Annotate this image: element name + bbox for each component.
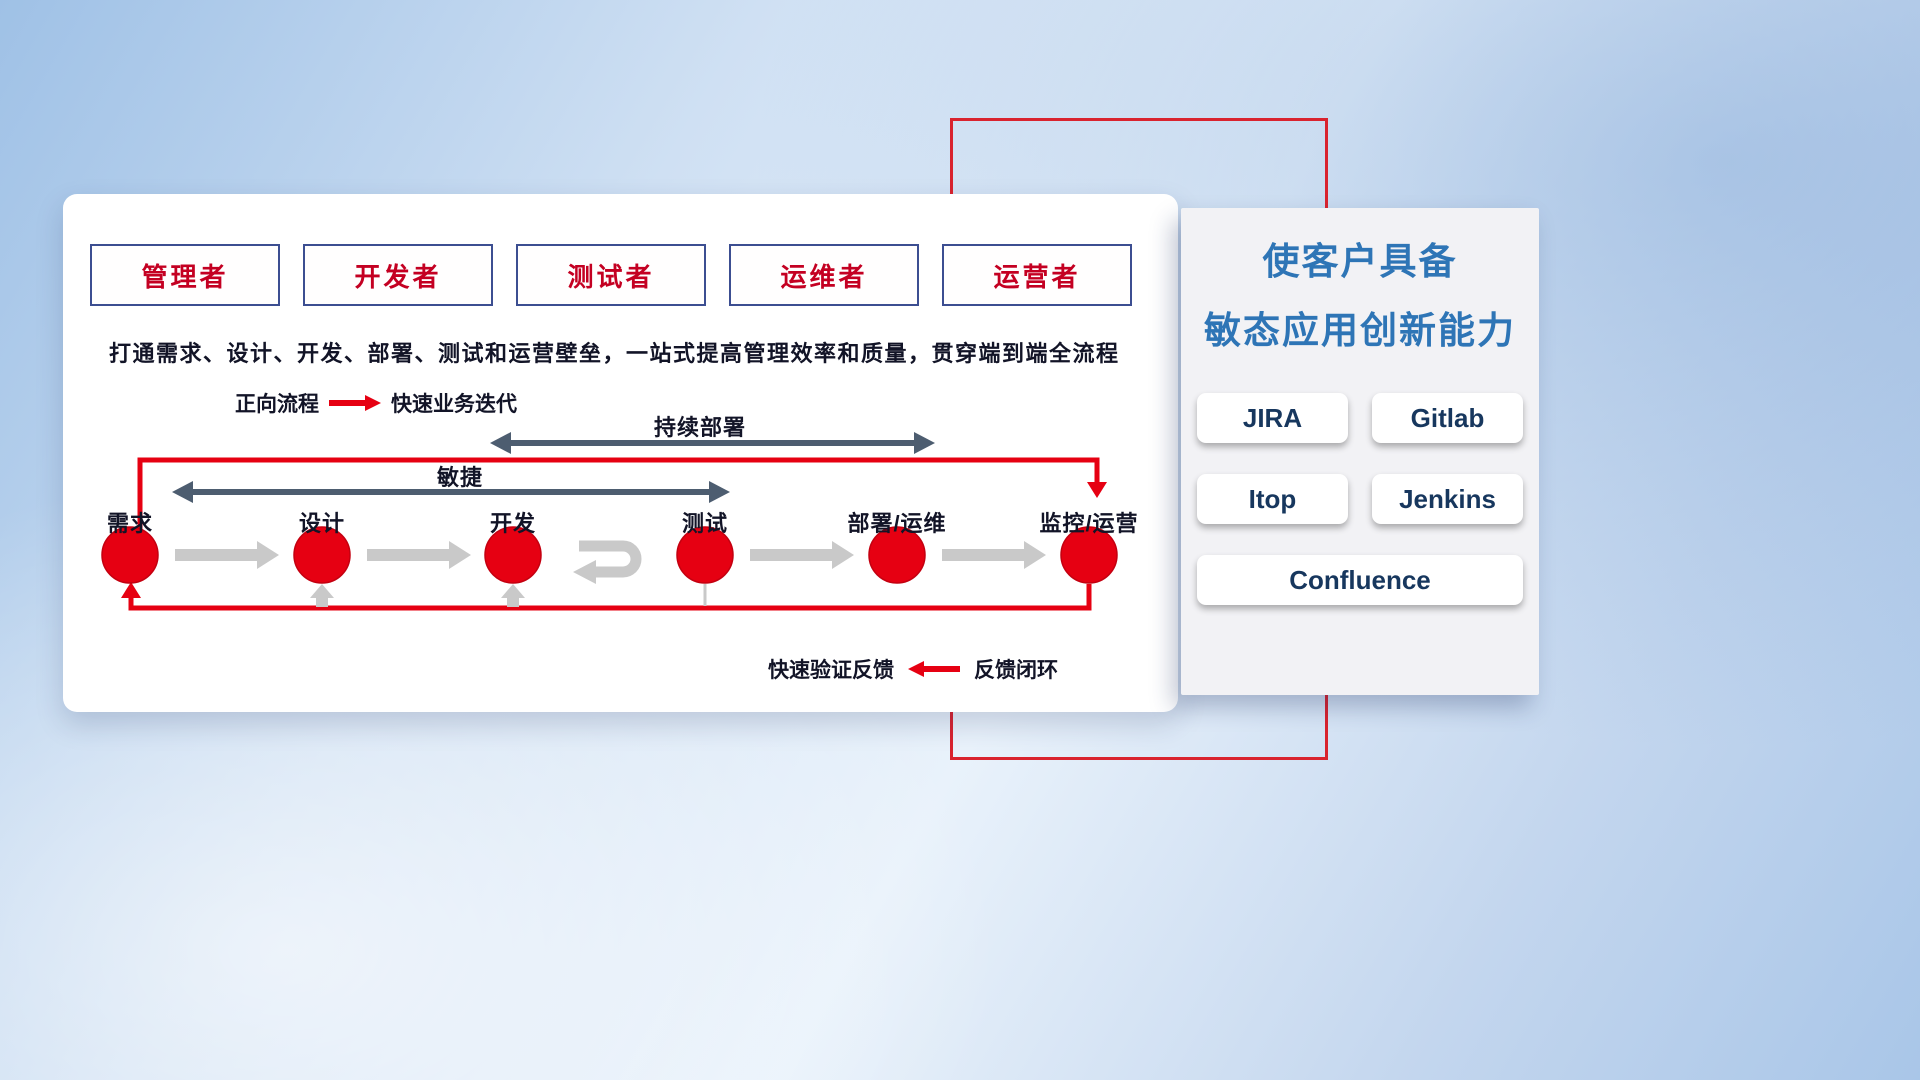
capability-panel: 使客户具备 敏态应用创新能力 JIRA Gitlab Itop Jenkins … bbox=[1181, 208, 1539, 695]
capability-title-line1: 使客户具备 bbox=[1262, 241, 1458, 282]
stage-label-monitor-op: 监控/运营 bbox=[1039, 511, 1139, 536]
workflow-description: 打通需求、设计、开发、部署、测试和运营壁垒，一站式提高管理效率和质量，贯穿端到端… bbox=[109, 341, 1120, 366]
feedback-up-arrows bbox=[310, 584, 525, 607]
stage-node-monitor-op bbox=[1060, 526, 1118, 584]
agile-double-arrow bbox=[172, 481, 730, 503]
feedback-loop-arrowhead bbox=[121, 582, 141, 598]
stage-node-design bbox=[293, 526, 351, 584]
workflow-diagram bbox=[101, 432, 1118, 611]
forward-legend-text: 快速业务迭代 bbox=[391, 393, 517, 416]
feedback-legend: 快速验证反馈 反馈闭环 bbox=[768, 654, 1058, 684]
tool-jira: JIRA bbox=[1197, 393, 1348, 444]
tool-itop: Itop bbox=[1197, 474, 1348, 525]
cd-double-arrow bbox=[490, 432, 935, 454]
workflow-panel: 管理者 开发者 测试者 运维者 运营者 打通需求、设计、开发、部署、测试和运营壁… bbox=[63, 194, 1178, 712]
roles-row: 管理者 开发者 测试者 运维者 运营者 bbox=[90, 244, 1132, 306]
stage-node-develop bbox=[484, 526, 542, 584]
tool-jenkins: Jenkins bbox=[1372, 474, 1523, 525]
stage-nodes bbox=[101, 526, 1118, 584]
forward-arrow-icon bbox=[329, 395, 381, 411]
forward-legend-label: 正向流程 bbox=[235, 393, 319, 416]
stage-label-deploy-ops: 部署/运维 bbox=[847, 511, 947, 536]
forward-legend: 正向流程 快速业务迭代 bbox=[235, 388, 517, 418]
feedback-legend-text: 反馈闭环 bbox=[974, 659, 1058, 682]
capability-title-line2: 敏态应用创新能力 bbox=[1204, 309, 1516, 351]
role-box-manager: 管理者 bbox=[90, 244, 280, 306]
stage-node-test bbox=[676, 526, 734, 584]
iteration-loop-icon bbox=[573, 540, 642, 584]
role-box-ops: 运维者 bbox=[729, 244, 919, 306]
tool-confluence: Confluence bbox=[1197, 555, 1523, 606]
flow-gray-arrows bbox=[175, 541, 1046, 569]
role-box-developer: 开发者 bbox=[303, 244, 493, 306]
cd-arrow-label: 持续部署 bbox=[653, 415, 746, 440]
feedback-loop-line bbox=[128, 584, 1092, 611]
tool-gitlab: Gitlab bbox=[1372, 393, 1523, 444]
feedback-arrow-icon bbox=[908, 661, 960, 677]
stage-label-test: 测试 bbox=[681, 511, 728, 536]
forward-loop-arrowhead bbox=[1087, 482, 1107, 498]
stage-label-develop: 开发 bbox=[489, 511, 536, 536]
tools-grid: JIRA Gitlab Itop Jenkins Confluence bbox=[1197, 393, 1523, 606]
stage-label-requirements: 需求 bbox=[106, 511, 153, 536]
feedback-legend-label: 快速验证反馈 bbox=[768, 659, 894, 682]
stage-node-deploy-ops bbox=[868, 526, 926, 584]
stage-label-design: 设计 bbox=[298, 511, 345, 536]
role-box-tester: 测试者 bbox=[516, 244, 706, 306]
forward-loop-line bbox=[137, 457, 1100, 530]
agile-arrow-label: 敏捷 bbox=[436, 465, 483, 490]
role-box-operator: 运营者 bbox=[942, 244, 1132, 306]
stage-node-requirements bbox=[101, 526, 159, 584]
